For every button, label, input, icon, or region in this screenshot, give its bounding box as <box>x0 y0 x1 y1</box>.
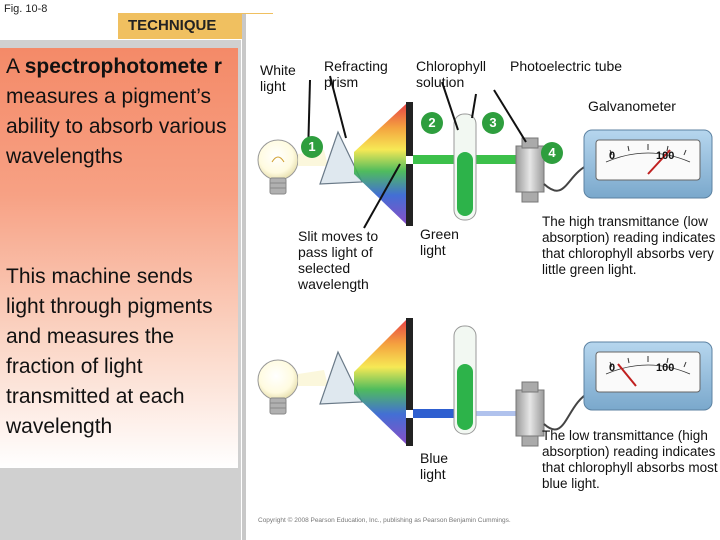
top-setup <box>257 102 713 226</box>
wire <box>543 391 591 431</box>
photoelectric-tube-icon <box>515 137 545 203</box>
description-paragraph-1: A spectrophotomete r measures a pigment’… <box>6 52 234 172</box>
green-light-label: Green light <box>420 226 459 258</box>
meter-needle-high <box>647 149 671 175</box>
spectrum-beam <box>354 320 406 444</box>
description-paragraph-2: This machine sends light through pigment… <box>6 265 213 438</box>
meter-scale-max: 100 <box>656 362 675 374</box>
bottom-setup <box>257 318 713 447</box>
description-panel <box>0 48 238 468</box>
prism-icon <box>319 130 363 185</box>
spectrophotometer-diagram <box>257 75 713 447</box>
light-bulb-icon <box>257 359 299 415</box>
galvanometer-icon <box>583 129 713 199</box>
wire <box>543 163 591 192</box>
divider <box>242 14 246 540</box>
cuvette-icon <box>453 325 477 435</box>
meter-scale-max: 100 <box>656 150 675 162</box>
low-transmittance-note: The low transmittance (high absorption) … <box>542 428 718 491</box>
prism-icon <box>319 350 363 405</box>
blue-light-label: Blue light <box>420 450 449 482</box>
white-light-label: White light <box>260 62 296 94</box>
meter-scale-min: 0 <box>609 362 616 374</box>
description-rest: measures a pigment’s ability to absorb v… <box>6 85 227 168</box>
photoelectric-tube-icon <box>515 381 545 447</box>
copyright: Copyright © 2008 Pearson Education, Inc.… <box>258 517 511 524</box>
galvanometer-icon <box>583 341 713 411</box>
chlorophyll-solution-label: Chlorophyll solution <box>416 58 487 90</box>
slit-barrier-bottom <box>406 164 413 226</box>
diagram-area <box>246 14 720 540</box>
spectrum-beam <box>354 104 406 224</box>
step-4-badge: 4 <box>541 142 563 164</box>
slit-barrier-bottom <box>406 418 413 446</box>
step-1-badge: 1 <box>301 136 323 158</box>
meter-needle-low <box>617 363 637 387</box>
refracting-prism-label: Refracting prism <box>324 58 388 90</box>
slit-barrier-top <box>406 102 413 156</box>
light-bulb-icon <box>257 139 299 195</box>
description-article: A <box>6 55 25 78</box>
figure-label: Fig. 10-8 <box>4 3 48 15</box>
meter-scale-min: 0 <box>609 150 616 162</box>
slit-label: Slit moves to pass light of selected wav… <box>298 228 379 292</box>
photoelectric-tube-label: Photoelectric tube <box>510 58 623 74</box>
spectrophotometer-term: spectrophotomete r <box>24 55 222 78</box>
blue-light-beam <box>413 409 457 418</box>
slit-barrier-top <box>406 318 413 410</box>
step-3-badge: 3 <box>482 112 504 134</box>
cuvette-icon <box>453 113 477 221</box>
high-transmittance-note: The high transmittance (low absorption) … <box>542 214 716 277</box>
galvanometer-label: Galvanometer <box>588 98 676 114</box>
step-2-badge: 2 <box>421 112 443 134</box>
